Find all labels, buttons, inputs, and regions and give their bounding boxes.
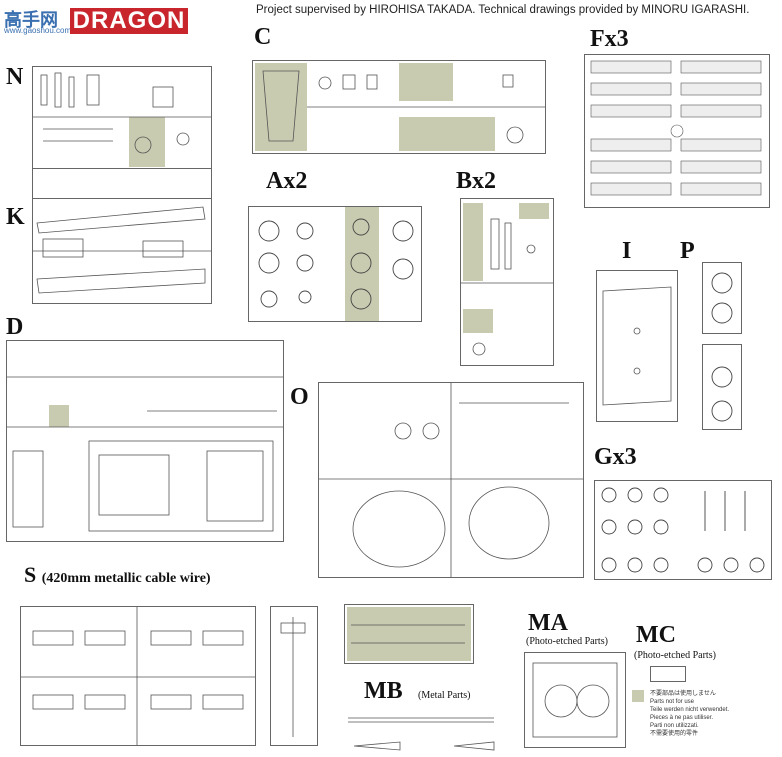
sprue-d-hull-drawing — [7, 376, 283, 532]
sprue-label-d: D — [6, 314, 24, 340]
sprue-label-gx3: Gx3 — [594, 444, 637, 470]
sprue-k — [32, 198, 212, 304]
sprue-label-ax2: Ax2 — [266, 168, 308, 194]
sprue-label-fx3: Fx3 — [590, 26, 629, 52]
sprue-s-cable — [270, 606, 318, 746]
sprue-gx3 — [594, 480, 772, 580]
sprue-mc — [650, 666, 686, 682]
unused-note-line: Parti non utilizzati. — [650, 723, 699, 729]
sprue-ma-grilles-drawing — [532, 662, 618, 738]
unused-note-line: 不要部品は使用しません — [650, 691, 716, 697]
site-logo: 高手网 www.gaoshou.com DRAGON — [4, 4, 190, 36]
sprue-mb-note: (Metal Parts) — [418, 690, 471, 701]
sprue-n-runner — [32, 168, 212, 200]
sprue-o-turret-drawing — [319, 383, 583, 577]
sprue-bx2-shade-left — [463, 203, 483, 281]
sprue-ax2-wheels-drawing — [258, 218, 414, 310]
sprue-p-lower-wheels-drawing — [711, 366, 733, 422]
sprue-label-p: P — [680, 238, 695, 264]
sprue-p-wheels-drawing — [711, 272, 733, 324]
sprue-bx2-shade-top — [519, 203, 549, 219]
credit-line: Project supervised by HIROHISA TAKADA. T… — [256, 4, 750, 16]
brand-logo-box — [70, 8, 188, 34]
unused-parts-swatch — [632, 690, 644, 702]
sprue-label-o: O — [290, 384, 309, 410]
sprue-n — [32, 66, 212, 170]
sprue-ma — [524, 652, 626, 748]
unused-note-line: Parts not for use — [650, 699, 695, 705]
unused-note-line: 不需要使用的零件 — [650, 731, 699, 737]
sprue-s-note: (420mm metallic cable wire) — [41, 571, 211, 586]
unused-note-line: Pieces à ne pas utiliser. — [650, 715, 714, 721]
sprue-label-i: I — [622, 238, 632, 264]
sprue-s-cable-drawing — [280, 617, 306, 737]
sprue-label-k: K — [6, 204, 25, 230]
sprue-ma-note: (Photo-etched Parts) — [526, 636, 608, 647]
sprue-bx2-parts-drawing — [461, 218, 553, 356]
sprue-e-parts-drawing — [351, 624, 465, 644]
sprue-e — [344, 604, 474, 664]
sprue-d — [6, 340, 284, 542]
sprue-n-parts-drawing — [33, 72, 211, 154]
sprue-label-s-letter: S — [24, 562, 37, 587]
sprue-s-parts-drawing — [21, 607, 255, 745]
sprue-mb-drawing — [348, 717, 495, 751]
logo-url-text: www.gaoshou.com — [4, 26, 72, 35]
unused-note-line: Teile werden nicht verwendet. — [650, 707, 730, 713]
sprue-label-ma: MA — [528, 610, 568, 636]
sprue-label-c: C — [254, 24, 272, 50]
sprue-label-mb: MB — [364, 678, 403, 704]
sprue-c-shade-top — [399, 63, 453, 101]
sprue-bx2-shade-bottom — [463, 309, 493, 333]
sprue-fx3 — [584, 54, 770, 208]
sprue-i-plate-drawing — [602, 286, 672, 406]
unused-parts-note: 不要部品は使用しません Parts not for use Teile werd… — [650, 690, 729, 738]
sprue-c-parts-drawing — [262, 70, 545, 144]
sprue-e-shade — [347, 607, 471, 661]
sprue-ax2 — [248, 206, 422, 322]
sprue-label-mc: MC — [636, 622, 676, 648]
sprue-label-n: N — [6, 64, 24, 90]
sprue-n-shade — [129, 117, 165, 167]
sprue-o — [318, 382, 584, 578]
sprue-c-shade-bottom — [399, 117, 495, 151]
logo-cn-text: 高手网 — [4, 10, 58, 31]
sprue-k-parts-drawing — [33, 206, 211, 294]
sprue-s — [20, 606, 256, 746]
sprue-c — [252, 60, 546, 154]
sprue-gx3-wheels-drawing — [601, 487, 765, 573]
sprue-label-s: S (420mm metallic cable wire) — [24, 562, 211, 588]
sprue-p — [702, 262, 742, 334]
sprue-mc-note: (Photo-etched Parts) — [634, 650, 716, 661]
sprue-p-lower — [702, 344, 742, 430]
sprue-i — [596, 270, 678, 422]
sprue-bx2 — [460, 198, 554, 366]
sprue-d-shade — [49, 405, 69, 427]
sprue-fx3-track-links-drawing — [590, 60, 762, 196]
sprue-label-bx2: Bx2 — [456, 168, 497, 194]
brand-logo-text: DRAGON — [72, 7, 186, 34]
